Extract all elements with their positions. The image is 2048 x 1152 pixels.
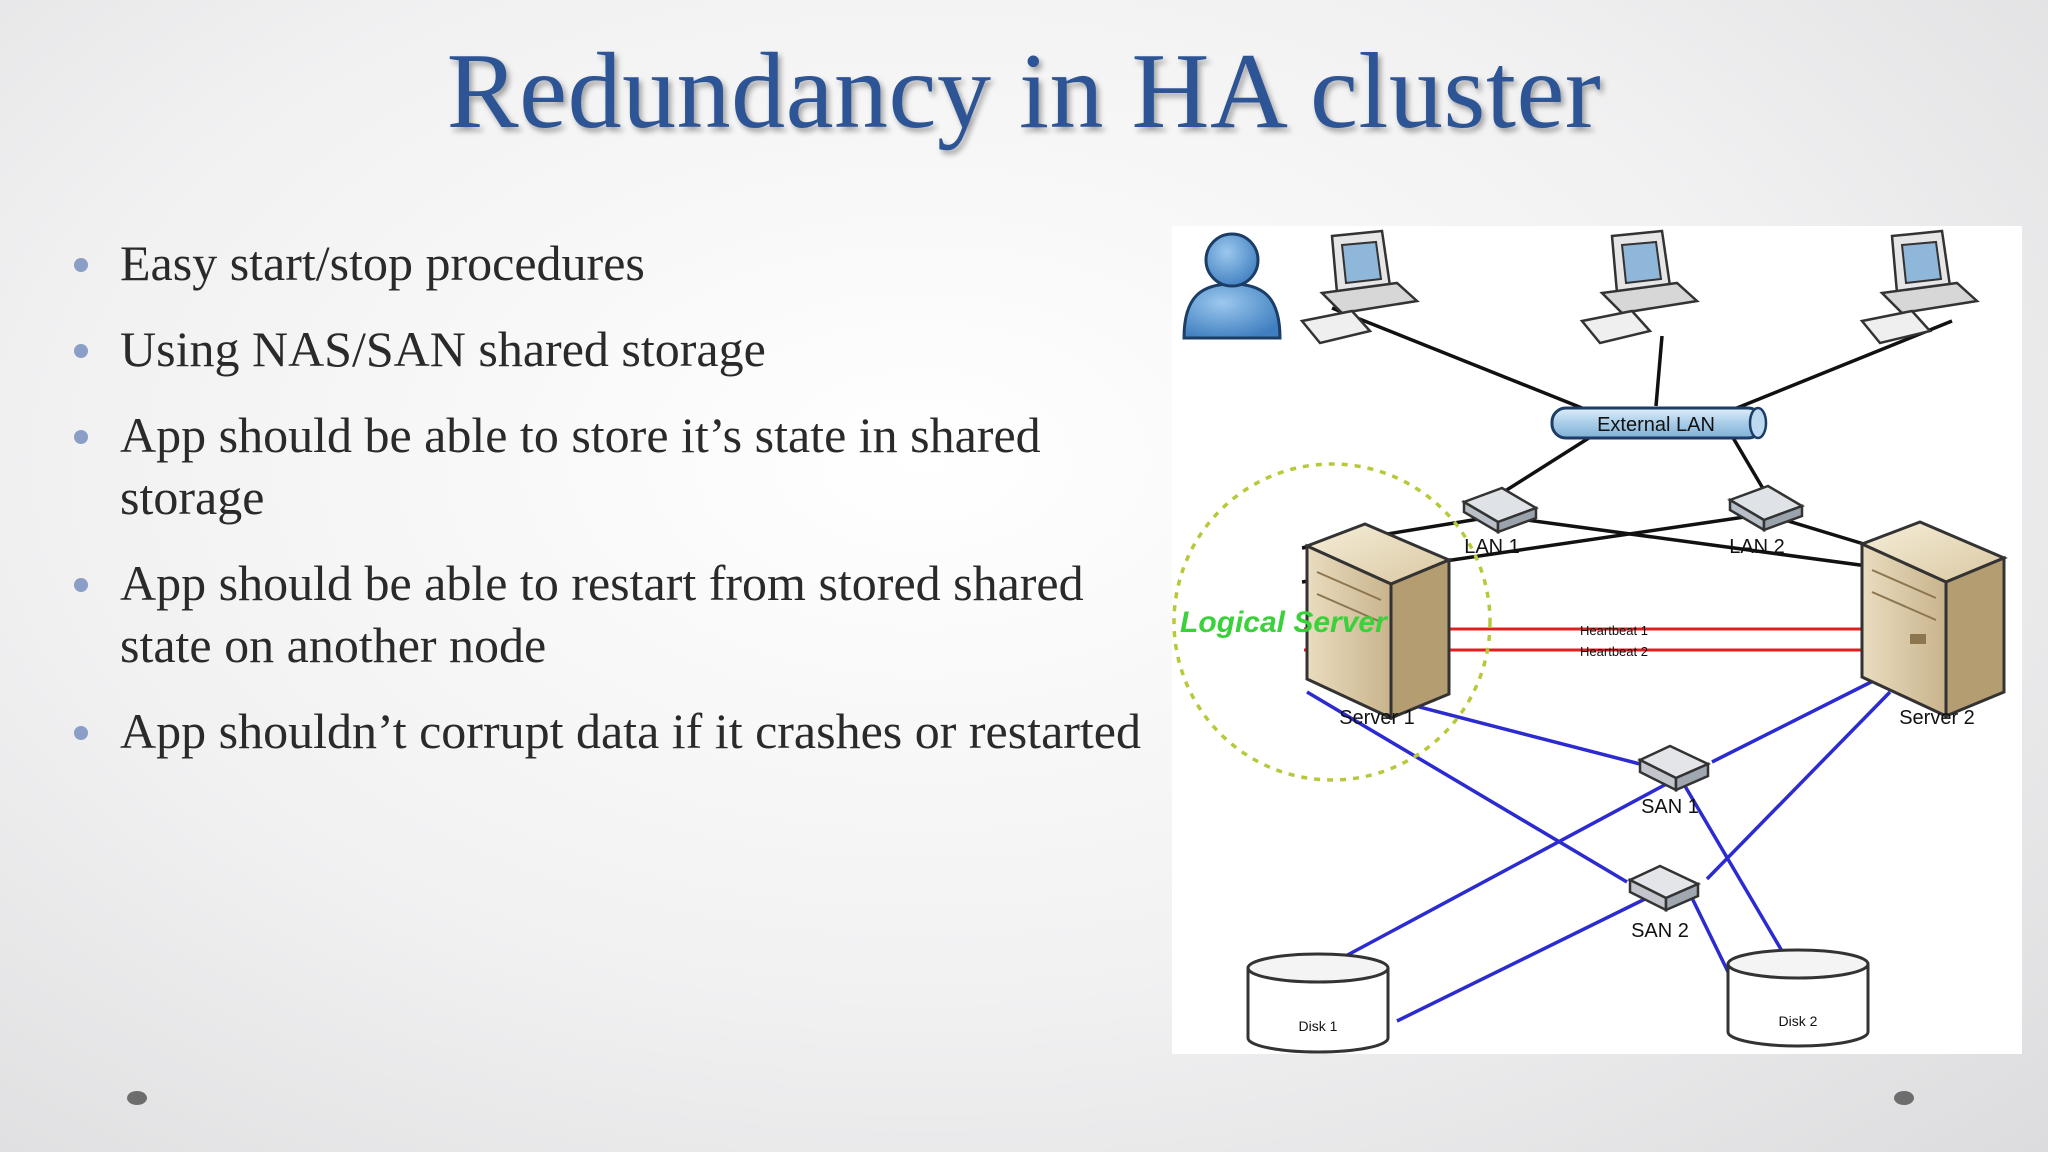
san2-label: SAN 2 — [1631, 920, 1689, 942]
bullet-icon — [74, 430, 88, 444]
disk1-icon — [1246, 952, 1390, 1054]
slide-nav-left-dot — [127, 1091, 147, 1105]
workstation-icon — [1299, 229, 1420, 345]
lan2-switch-icon — [1727, 484, 1805, 533]
bullet-text: App shouldn’t corrupt data if it crashes… — [120, 703, 1141, 759]
bullet-list: Easy start/stop procedures Using NAS/SAN… — [70, 232, 1170, 786]
ha-cluster-diagram: External LAN LAN 1 LAN 2 Logical Server … — [1172, 226, 2022, 1054]
slide-nav-right-dot — [1894, 1091, 1914, 1105]
bullet-item: App shouldn’t corrupt data if it crashes… — [70, 700, 1170, 762]
server2-icon — [1858, 520, 2008, 719]
server2-label: Server 2 — [1899, 707, 1975, 729]
logical-server-circle — [1172, 462, 1492, 782]
disk2-icon — [1726, 948, 1870, 1048]
lan1-label: LAN 1 — [1464, 536, 1520, 558]
lan1-switch-icon — [1461, 486, 1539, 535]
workstation-icon — [1579, 229, 1700, 345]
bullet-item: Easy start/stop procedures — [70, 232, 1170, 294]
san1-switch-icon — [1637, 744, 1712, 793]
bullet-text: App should be able to store it’s state i… — [120, 407, 1041, 525]
bullet-text: Easy start/stop procedures — [120, 235, 645, 291]
heartbeat1-label: Heartbeat 1 — [1580, 623, 1648, 638]
disk2-label: Disk 2 — [1779, 1013, 1818, 1029]
server1-icon — [1303, 522, 1453, 721]
bullet-icon — [74, 726, 88, 740]
server1-label: Server 1 — [1339, 707, 1415, 729]
bullet-icon — [74, 258, 88, 272]
logical-server-label: Logical Server — [1180, 606, 1389, 639]
lan2-label: LAN 2 — [1729, 536, 1785, 558]
bullet-text: App should be able to restart from store… — [120, 555, 1084, 673]
user-icon — [1182, 232, 1282, 340]
external-lan-pipe: External LAN — [1550, 406, 1768, 440]
heartbeat2-label: Heartbeat 2 — [1580, 644, 1648, 659]
bullet-icon — [74, 344, 88, 358]
bullet-icon — [74, 578, 88, 592]
bullet-text: Using NAS/SAN shared storage — [120, 321, 766, 377]
workstation-icon — [1859, 229, 1980, 345]
external-lan-label: External LAN — [1597, 414, 1715, 436]
disk1-label: Disk 1 — [1299, 1018, 1338, 1034]
bullet-item: Using NAS/SAN shared storage — [70, 318, 1170, 380]
bullet-item: App should be able to restart from store… — [70, 552, 1170, 676]
san2-switch-icon — [1627, 864, 1702, 913]
slide-title: Redundancy in HA cluster — [446, 32, 1602, 151]
bullet-item: App should be able to store it’s state i… — [70, 404, 1170, 528]
san1-label: SAN 1 — [1641, 796, 1699, 818]
